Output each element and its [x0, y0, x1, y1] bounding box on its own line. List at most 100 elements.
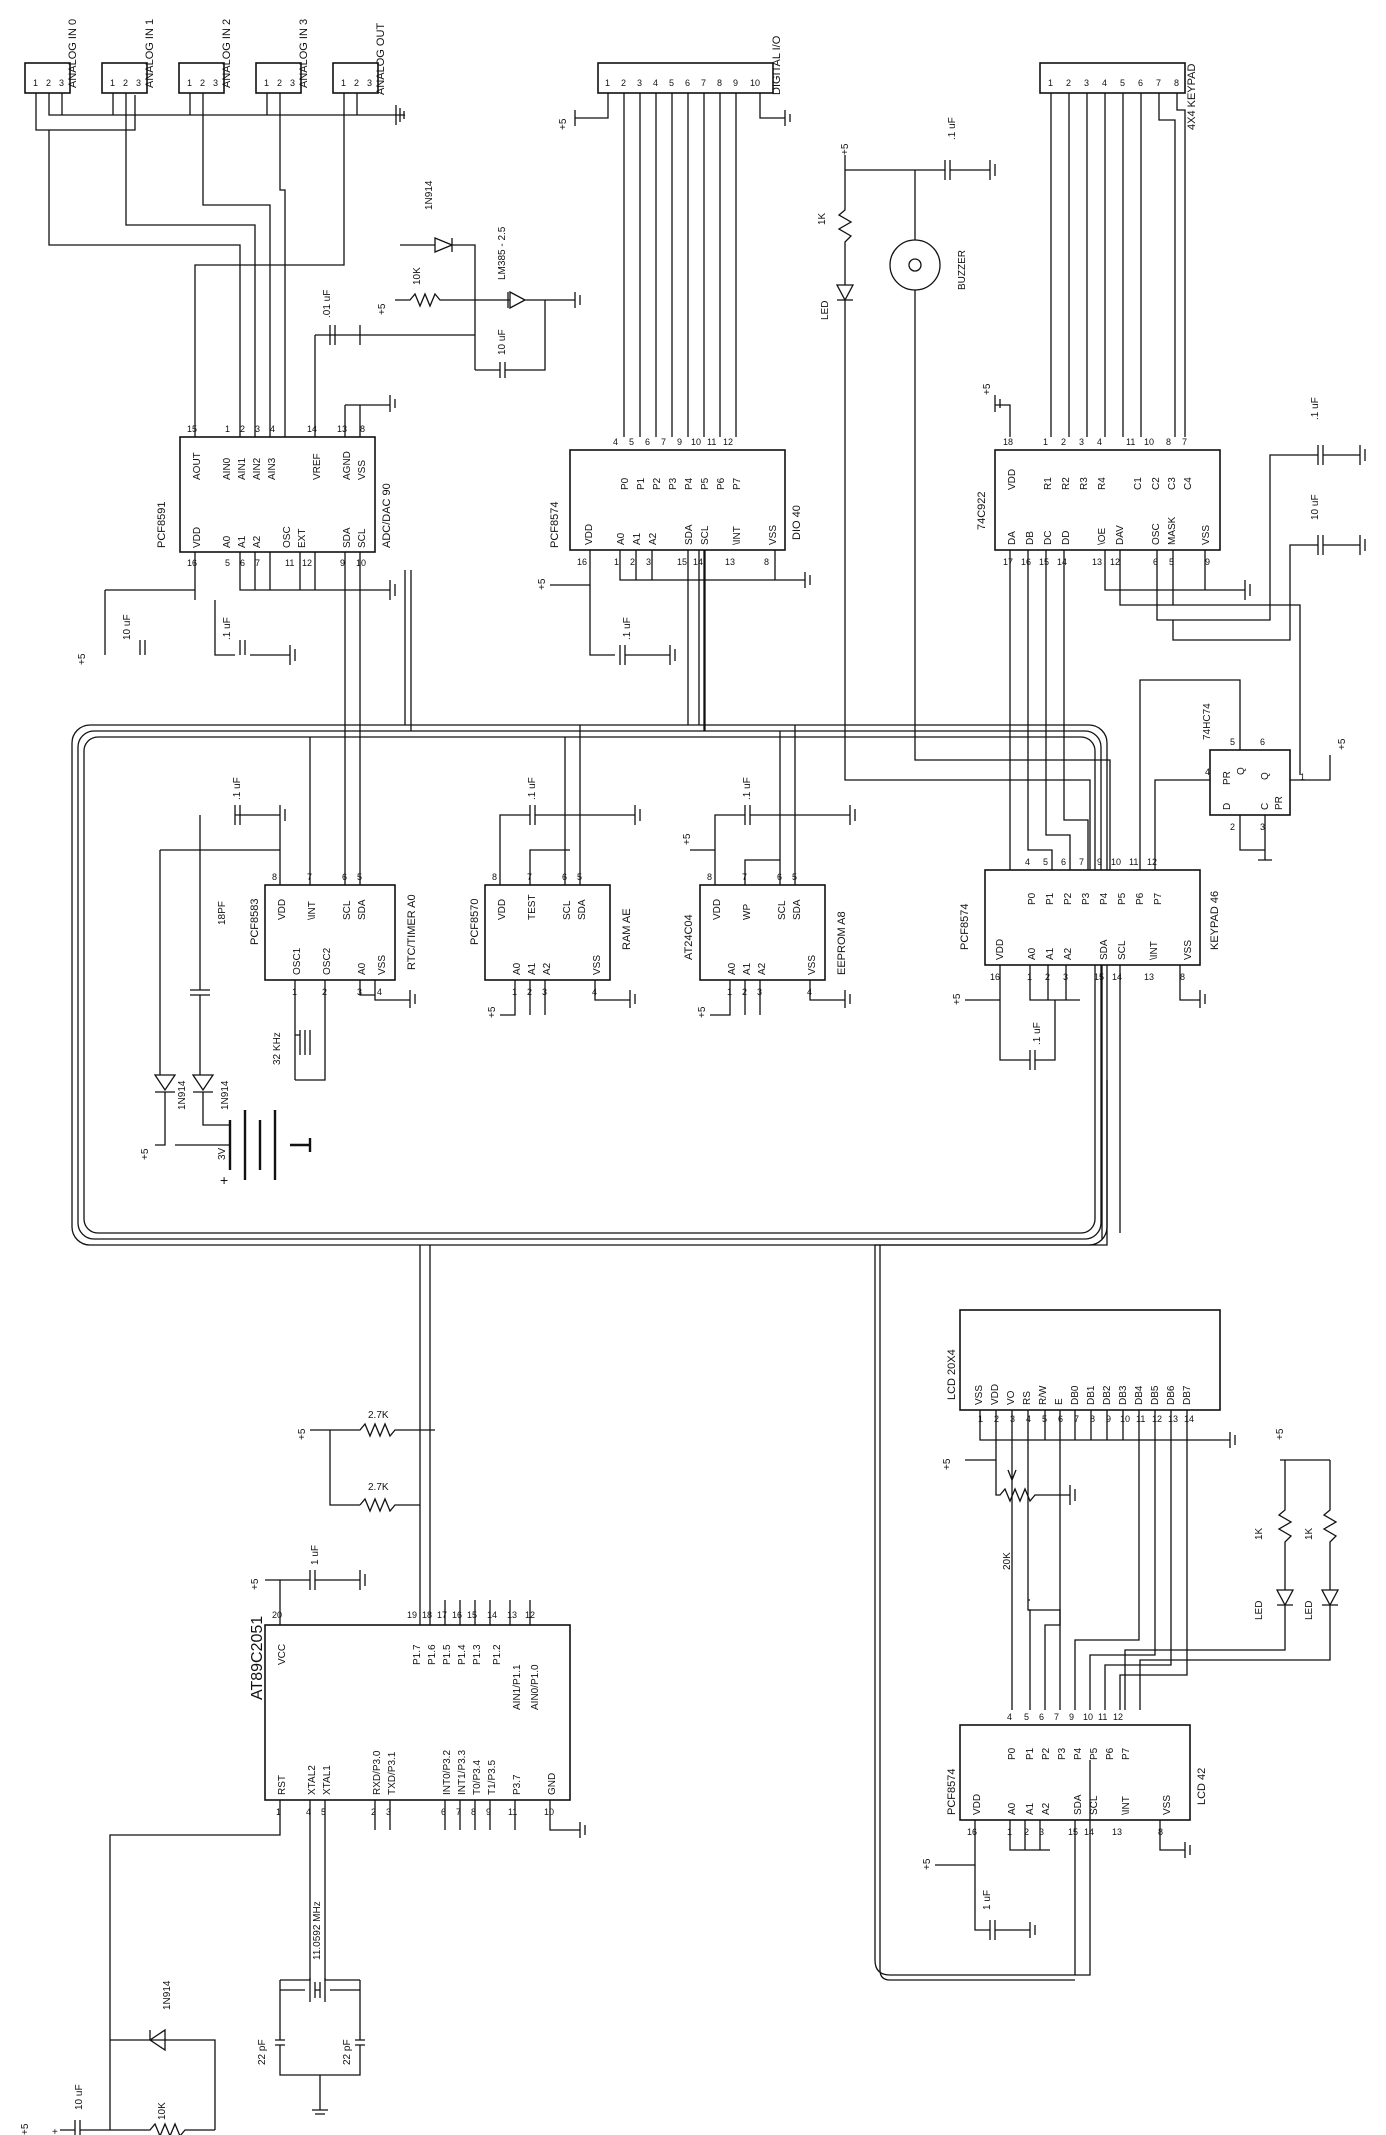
- svg-text:A0: A0: [1027, 947, 1038, 960]
- svg-text:P6: P6: [1135, 892, 1146, 905]
- svg-text:LCD 20X4: LCD 20X4: [946, 1349, 958, 1400]
- svg-text:1: 1: [225, 424, 230, 434]
- svg-text:7: 7: [1182, 437, 1187, 447]
- svg-text:A1: A1: [527, 962, 538, 975]
- svg-text:11: 11: [285, 558, 294, 568]
- svg-text:VREF: VREF: [312, 453, 323, 480]
- analog-header-label: ANALOG IN 0: [67, 19, 79, 88]
- svg-text:\INT: \INT: [307, 901, 318, 920]
- svg-text:2: 2: [354, 78, 359, 88]
- svg-text:P1.4: P1.4: [457, 1644, 468, 1665]
- svg-text:2.7K: 2.7K: [368, 1482, 389, 1493]
- svg-text:XTAL2: XTAL2: [307, 1765, 318, 1795]
- svg-text:14: 14: [487, 1610, 497, 1620]
- svg-text:RAM AE: RAM AE: [621, 908, 633, 950]
- svg-text:+5: +5: [840, 143, 851, 155]
- svg-text:12: 12: [1152, 1414, 1162, 1424]
- svg-text:\INT: \INT: [732, 526, 743, 545]
- svg-text:1: 1: [1043, 437, 1048, 447]
- svg-text:VSS: VSS: [1183, 940, 1194, 960]
- svg-text:P5: P5: [700, 477, 711, 490]
- svg-text:R3: R3: [1079, 477, 1090, 490]
- svg-text:PR: PR: [1222, 771, 1233, 785]
- svg-text:9: 9: [733, 78, 738, 88]
- svg-text:VCC: VCC: [277, 1644, 288, 1665]
- svg-text:VSS: VSS: [1201, 525, 1212, 545]
- svg-text:P3.7: P3.7: [512, 1774, 523, 1795]
- svg-text:5: 5: [225, 558, 230, 568]
- svg-text:6: 6: [685, 78, 690, 88]
- svg-text:.1 uF: .1 uF: [1032, 1022, 1043, 1045]
- svg-text:SDA: SDA: [577, 899, 588, 920]
- svg-text:SCL: SCL: [700, 525, 711, 545]
- svg-text:VDD: VDD: [990, 1384, 1001, 1405]
- svg-text:DC: DC: [1043, 531, 1054, 545]
- svg-text:9: 9: [677, 437, 682, 447]
- svg-text:VSS: VSS: [1162, 1795, 1173, 1815]
- svg-text:9: 9: [1069, 1712, 1074, 1722]
- svg-text:P7: P7: [1153, 892, 1164, 905]
- svg-text:DB: DB: [1025, 531, 1036, 545]
- svg-text:.1 uF: .1 uF: [742, 777, 753, 800]
- svg-text:OSC: OSC: [282, 526, 293, 548]
- svg-text:SCL: SCL: [562, 900, 573, 920]
- svg-text:VDD: VDD: [277, 899, 288, 920]
- svg-text:AIN1/P1.1: AIN1/P1.1: [512, 1664, 523, 1710]
- svg-text:OSC2: OSC2: [322, 947, 333, 975]
- svg-text:INT1/P3.3: INT1/P3.3: [457, 1750, 468, 1795]
- svg-text:12: 12: [302, 558, 312, 568]
- svg-text:3: 3: [646, 557, 651, 567]
- svg-text:PCF8574: PCF8574: [946, 1769, 958, 1815]
- svg-text:P7: P7: [1121, 1747, 1132, 1760]
- svg-text:1 uF: 1 uF: [310, 1545, 321, 1565]
- svg-text:+5: +5: [377, 303, 388, 315]
- svg-text:+5: +5: [250, 1578, 261, 1590]
- svg-text:2: 2: [46, 78, 51, 88]
- svg-text:A1: A1: [237, 535, 248, 548]
- svg-text:2: 2: [123, 78, 128, 88]
- svg-text:15: 15: [1068, 1827, 1078, 1837]
- svg-text:AIN1: AIN1: [237, 457, 248, 480]
- svg-text:4: 4: [1205, 767, 1210, 777]
- svg-text:RTC/TIMER A0: RTC/TIMER A0: [406, 894, 418, 970]
- svg-text:8: 8: [1166, 437, 1171, 447]
- svg-text:3: 3: [290, 78, 295, 88]
- svg-text:A1: A1: [1045, 947, 1056, 960]
- svg-text:19: 19: [407, 1610, 417, 1620]
- battery-backup: +5 1N914 1N914 3V +: [140, 850, 312, 1188]
- status-leds: +5 1K 1K LED LED: [1124, 1428, 1340, 1710]
- svg-text:4: 4: [1025, 857, 1030, 867]
- svg-text:7: 7: [661, 437, 666, 447]
- svg-text:13: 13: [1144, 972, 1154, 982]
- svg-text:A1: A1: [1025, 1802, 1036, 1815]
- svg-text:A0: A0: [1007, 1802, 1018, 1815]
- svg-text:16: 16: [1021, 557, 1031, 567]
- svg-text:+5: +5: [140, 1148, 151, 1160]
- svg-text:AIN0/P1.0: AIN0/P1.0: [530, 1664, 541, 1710]
- svg-text:+5: +5: [537, 578, 548, 590]
- svg-text:DB4: DB4: [1134, 1385, 1145, 1405]
- svg-text:AGND: AGND: [342, 451, 353, 480]
- svg-text:RST: RST: [277, 1775, 288, 1795]
- svg-text:8: 8: [272, 872, 277, 882]
- svg-text:22 pF: 22 pF: [257, 2039, 268, 2065]
- svg-text:P6: P6: [1105, 1747, 1116, 1760]
- svg-text:4: 4: [1097, 437, 1102, 447]
- svg-text:R2: R2: [1061, 477, 1072, 490]
- svg-text:6: 6: [1138, 78, 1143, 88]
- svg-text:P3: P3: [1081, 892, 1092, 905]
- svg-text:LCD 42: LCD 42: [1196, 1768, 1208, 1805]
- svg-text:VO: VO: [1006, 1390, 1017, 1405]
- svg-text:8: 8: [1090, 1414, 1095, 1424]
- svg-text:2: 2: [200, 78, 205, 88]
- svg-text:13: 13: [725, 557, 735, 567]
- svg-text:14: 14: [1057, 557, 1067, 567]
- svg-text:DB2: DB2: [1102, 1385, 1113, 1405]
- svg-text:P5: P5: [1089, 1747, 1100, 1760]
- svg-text:15: 15: [1039, 557, 1049, 567]
- svg-text:SDA: SDA: [357, 899, 368, 920]
- svg-text:11: 11: [508, 1807, 517, 1817]
